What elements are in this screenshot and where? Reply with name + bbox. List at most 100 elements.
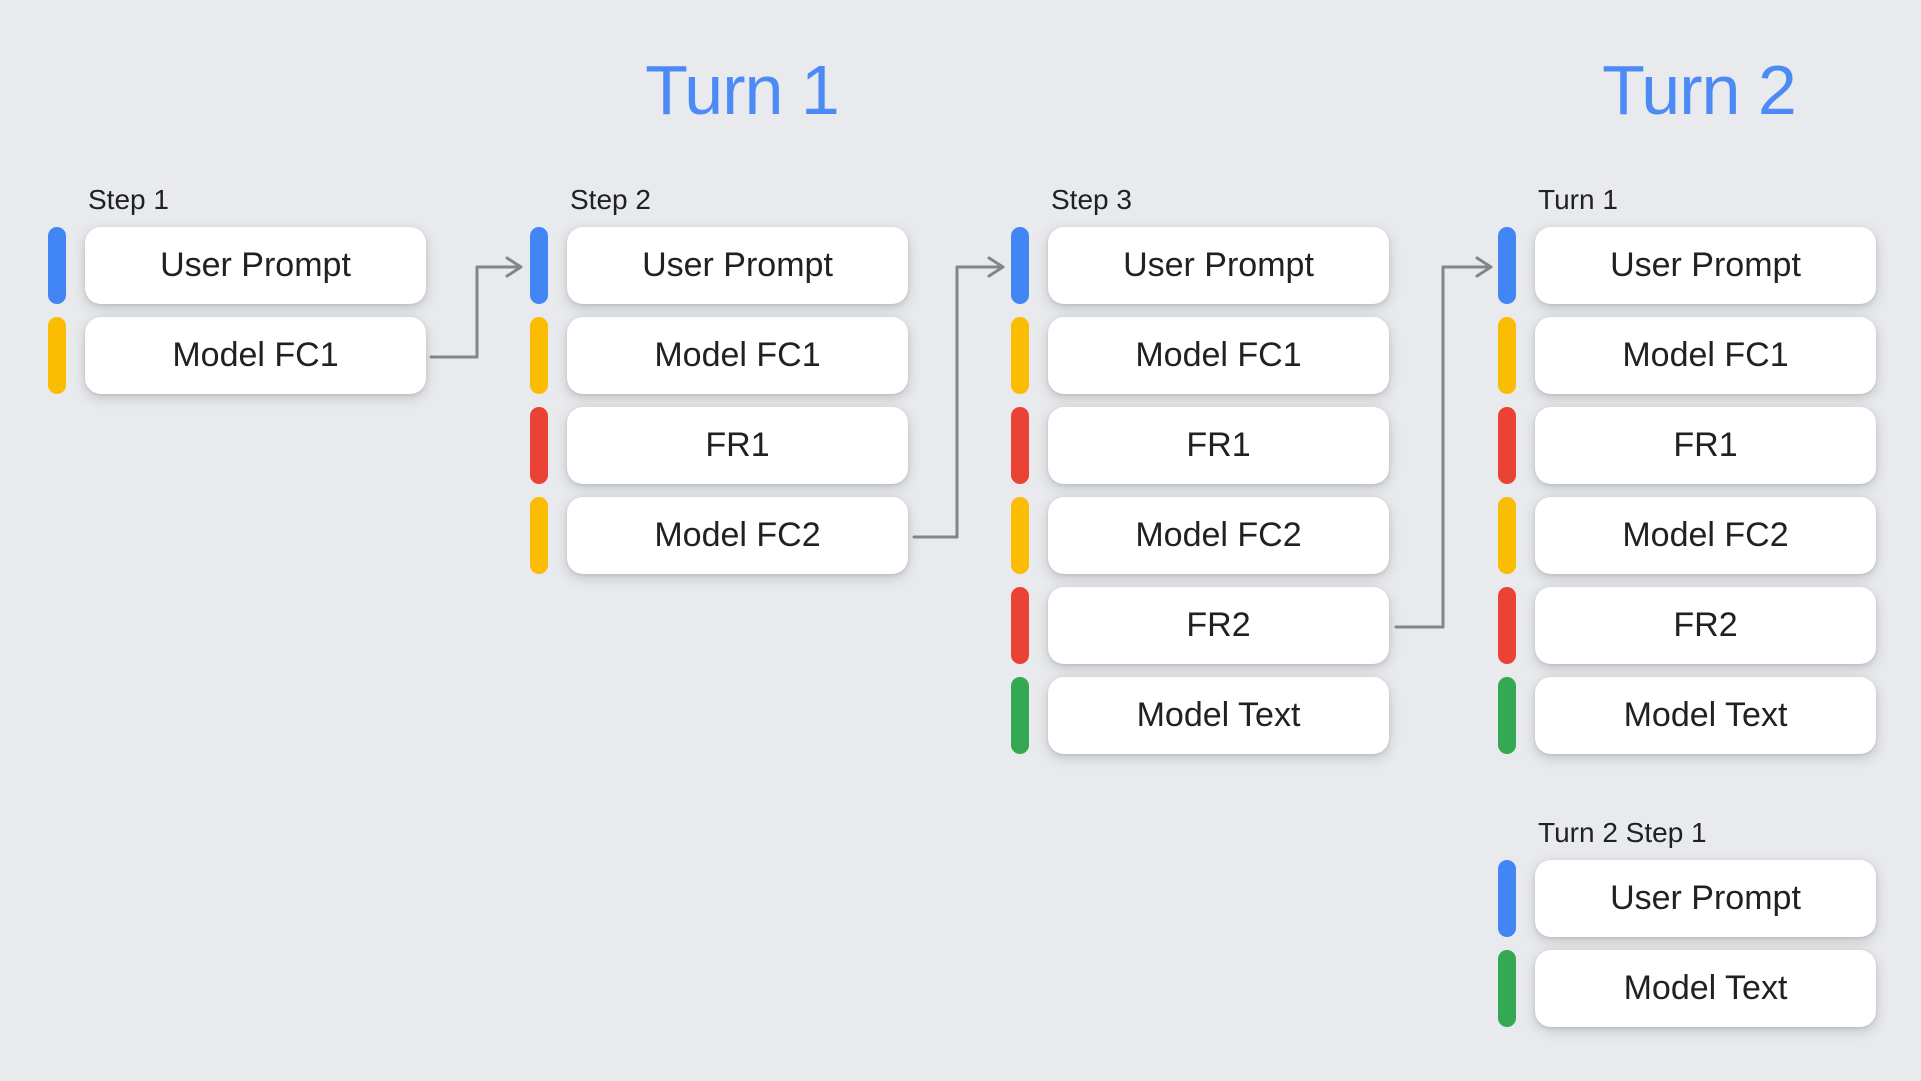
list-item: User Prompt (1498, 227, 1876, 304)
list-item: Model FC1 (1011, 317, 1389, 394)
card-label: FR1 (1673, 426, 1738, 464)
fr1-card: FR1 (1535, 407, 1876, 484)
fr1-color-bar (1498, 407, 1516, 484)
card-label: User Prompt (1610, 246, 1801, 284)
column-rows: User Prompt Model FC1 FR1 Model FC2 FR2 … (1498, 227, 1876, 754)
user-prompt-color-bar (1498, 860, 1516, 937)
model-text-card: Model Text (1535, 677, 1876, 754)
arrow-step1-to-step2-icon (429, 256, 523, 359)
card-label: Model FC1 (654, 336, 821, 374)
fr1-card: FR1 (1048, 407, 1389, 484)
list-item: Model Text (1011, 677, 1389, 754)
card-label: Model FC2 (654, 516, 821, 554)
list-item: FR2 (1011, 587, 1389, 664)
card-label: Model Text (1623, 696, 1788, 734)
fr2-card: FR2 (1048, 587, 1389, 664)
user-prompt-color-bar (530, 227, 548, 304)
turn-1-title: Turn 1 (645, 51, 840, 129)
model-fc2-card: Model FC2 (1535, 497, 1876, 574)
model-fc1-card: Model FC1 (567, 317, 908, 394)
arrow-step2-to-step3-icon (912, 256, 1005, 539)
list-item: Model FC1 (48, 317, 426, 394)
model-fc1-color-bar (1498, 317, 1516, 394)
column-turn-2-step-1: Turn 2 Step 1 User Prompt Model Text (1498, 818, 1876, 1027)
user-prompt-card: User Prompt (1535, 860, 1876, 937)
card-label: Model FC2 (1622, 516, 1789, 554)
user-prompt-color-bar (1498, 227, 1516, 304)
list-item: Model FC2 (1498, 497, 1876, 574)
model-text-color-bar (1498, 950, 1516, 1027)
card-label: Model Text (1136, 696, 1301, 734)
arrow-step3-to-turn1-icon (1394, 256, 1493, 629)
model-text-card: Model Text (1048, 677, 1389, 754)
column-step-1: Step 1 User Prompt Model FC1 (48, 185, 426, 394)
user-prompt-card: User Prompt (1535, 227, 1876, 304)
model-fc2-color-bar (530, 497, 548, 574)
column-step-3: Step 3 User Prompt Model FC1 FR1 Model F… (1011, 185, 1389, 754)
card-label: Model FC2 (1135, 516, 1302, 554)
card-label: User Prompt (1123, 246, 1314, 284)
user-prompt-card: User Prompt (567, 227, 908, 304)
model-fc1-color-bar (1011, 317, 1029, 394)
fr2-card: FR2 (1535, 587, 1876, 664)
list-item: Model Text (1498, 950, 1876, 1027)
column-label: Turn 2 Step 1 (1538, 817, 1707, 848)
user-prompt-color-bar (48, 227, 66, 304)
card-label: User Prompt (642, 246, 833, 284)
list-item: FR2 (1498, 587, 1876, 664)
card-label: FR2 (1186, 606, 1251, 644)
list-item: Model FC2 (530, 497, 908, 574)
list-item: FR1 (1498, 407, 1876, 484)
card-label: FR1 (705, 426, 770, 464)
user-prompt-card: User Prompt (85, 227, 426, 304)
model-fc1-color-bar (530, 317, 548, 394)
card-label: Model FC1 (172, 336, 339, 374)
column-label: Step 2 (570, 184, 651, 215)
card-label: Model FC1 (1622, 336, 1789, 374)
list-item: Model Text (1498, 677, 1876, 754)
list-item: FR1 (1011, 407, 1389, 484)
column-turn-1-context: Turn 1 User Prompt Model FC1 FR1 Model F… (1498, 185, 1876, 754)
card-label: User Prompt (1610, 879, 1801, 917)
list-item: Model FC1 (1498, 317, 1876, 394)
model-text-color-bar (1498, 677, 1516, 754)
user-prompt-card: User Prompt (1048, 227, 1389, 304)
turn-2-title: Turn 2 (1602, 51, 1797, 129)
card-label: User Prompt (160, 246, 351, 284)
column-rows: User Prompt Model FC1 FR1 Model FC2 (530, 227, 908, 574)
column-rows: User Prompt Model FC1 FR1 Model FC2 FR2 … (1011, 227, 1389, 754)
column-label: Step 3 (1051, 184, 1132, 215)
model-fc2-color-bar (1011, 497, 1029, 574)
model-fc1-card: Model FC1 (1048, 317, 1389, 394)
column-label: Turn 1 (1538, 184, 1618, 215)
fr2-color-bar (1011, 587, 1029, 664)
list-item: User Prompt (530, 227, 908, 304)
fr1-card: FR1 (567, 407, 908, 484)
model-fc2-card: Model FC2 (1048, 497, 1389, 574)
model-fc2-color-bar (1498, 497, 1516, 574)
fr2-color-bar (1498, 587, 1516, 664)
list-item: Model FC1 (530, 317, 908, 394)
column-rows: User Prompt Model FC1 (48, 227, 426, 394)
model-text-color-bar (1011, 677, 1029, 754)
column-step-2: Step 2 User Prompt Model FC1 FR1 Model F… (530, 185, 908, 574)
model-fc1-card: Model FC1 (85, 317, 426, 394)
fr1-color-bar (1011, 407, 1029, 484)
card-label: Model Text (1623, 969, 1788, 1007)
user-prompt-color-bar (1011, 227, 1029, 304)
list-item: User Prompt (1011, 227, 1389, 304)
column-label: Step 1 (88, 184, 169, 215)
list-item: Model FC2 (1011, 497, 1389, 574)
model-fc1-card: Model FC1 (1535, 317, 1876, 394)
model-text-card: Model Text (1535, 950, 1876, 1027)
list-item: FR1 (530, 407, 908, 484)
list-item: User Prompt (1498, 860, 1876, 937)
card-label: FR1 (1186, 426, 1251, 464)
model-fc1-color-bar (48, 317, 66, 394)
card-label: FR2 (1673, 606, 1738, 644)
card-label: Model FC1 (1135, 336, 1302, 374)
fr1-color-bar (530, 407, 548, 484)
model-fc2-card: Model FC2 (567, 497, 908, 574)
column-rows: User Prompt Model Text (1498, 860, 1876, 1027)
list-item: User Prompt (48, 227, 426, 304)
